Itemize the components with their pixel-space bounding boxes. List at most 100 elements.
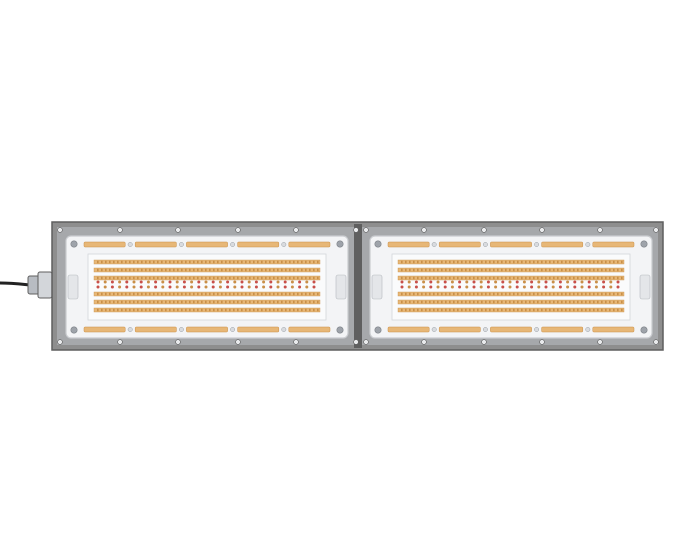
led-chip (593, 260, 595, 264)
panel-screw (70, 240, 78, 248)
red-led-dot (486, 280, 490, 284)
led-chip (205, 276, 207, 280)
led-chip (437, 292, 439, 296)
red-led-dot (190, 280, 194, 284)
led-chip (577, 308, 579, 312)
led-chip (441, 292, 443, 296)
led-chip (233, 308, 235, 312)
led-chip (601, 300, 603, 304)
led-chip (121, 276, 123, 280)
led-strip-segment (438, 241, 481, 248)
led-chip (169, 292, 171, 296)
led-chip (141, 268, 143, 272)
led-chip (425, 308, 427, 312)
led-strip-segment (83, 241, 126, 248)
led-chip (577, 300, 579, 304)
led-strip-segment (541, 241, 584, 248)
red-led-dot (443, 285, 447, 289)
red-led-dot (254, 280, 258, 284)
led-chip (441, 308, 443, 312)
led-chip (509, 260, 511, 264)
led-chip (265, 260, 267, 264)
led-chip (493, 300, 495, 304)
led-strip-segment (592, 241, 635, 248)
led-chip (561, 308, 563, 312)
led-chip (589, 308, 591, 312)
led-chip (145, 300, 147, 304)
led-chip (157, 308, 159, 312)
led-chip (585, 292, 587, 296)
red-led-dot (558, 285, 562, 289)
led-chip (537, 308, 539, 312)
led-chip (257, 300, 259, 304)
led-chip (153, 300, 155, 304)
strip-connector (127, 242, 133, 247)
led-chip (549, 308, 551, 312)
led-chip (605, 300, 607, 304)
led-chip (261, 300, 263, 304)
led-chip (493, 292, 495, 296)
led-chip (141, 292, 143, 296)
led-strip-segment (134, 241, 177, 248)
led-chip (261, 260, 263, 264)
led-chip (261, 276, 263, 280)
red-led-dot (290, 285, 294, 289)
led-chip (317, 276, 319, 280)
led-chip (449, 276, 451, 280)
led-chip (425, 300, 427, 304)
led-chip (565, 308, 567, 312)
led-strip-row (397, 267, 625, 273)
led-chip (121, 268, 123, 272)
led-chip (533, 300, 535, 304)
led-chip (525, 308, 527, 312)
led-chip (253, 260, 255, 264)
led-chip (521, 308, 523, 312)
led-chip (429, 268, 431, 272)
led-chip (101, 276, 103, 280)
red-led-dot (450, 285, 454, 289)
led-chip (197, 308, 199, 312)
strip-connector (534, 327, 540, 332)
led-chip (609, 308, 611, 312)
led-chip (113, 268, 115, 272)
red-led-dot (254, 285, 258, 289)
led-chip (229, 300, 231, 304)
red-led-dot (125, 285, 129, 289)
led-chip (229, 308, 231, 312)
led-strip-row (93, 299, 321, 305)
led-chip (109, 260, 111, 264)
led-chip (189, 300, 191, 304)
led-chip (437, 268, 439, 272)
led-chip (513, 268, 515, 272)
led-chip (613, 276, 615, 280)
led-chip (573, 268, 575, 272)
led-chip (145, 268, 147, 272)
led-chip (185, 308, 187, 312)
led-chip (237, 292, 239, 296)
led-chip (309, 276, 311, 280)
led-chip (301, 276, 303, 280)
red-led-dot (103, 280, 107, 284)
led-chip (425, 260, 427, 264)
led-chip (289, 308, 291, 312)
led-chip (161, 308, 163, 312)
led-chip (613, 300, 615, 304)
red-led-dot (594, 285, 598, 289)
led-chip (465, 276, 467, 280)
led-chip (313, 268, 315, 272)
led-chip (105, 268, 107, 272)
led-chip (413, 268, 415, 272)
red-led-dot (276, 285, 280, 289)
led-chip (137, 260, 139, 264)
led-chip (317, 260, 319, 264)
led-chip (561, 276, 563, 280)
red-led-dot (530, 285, 534, 289)
led-chip (201, 276, 203, 280)
led-chip (121, 292, 123, 296)
led-chip (137, 276, 139, 280)
red-led-dot (587, 280, 591, 284)
led-chip (165, 260, 167, 264)
led-chip (117, 300, 119, 304)
led-chip (429, 260, 431, 264)
led-chip (185, 300, 187, 304)
